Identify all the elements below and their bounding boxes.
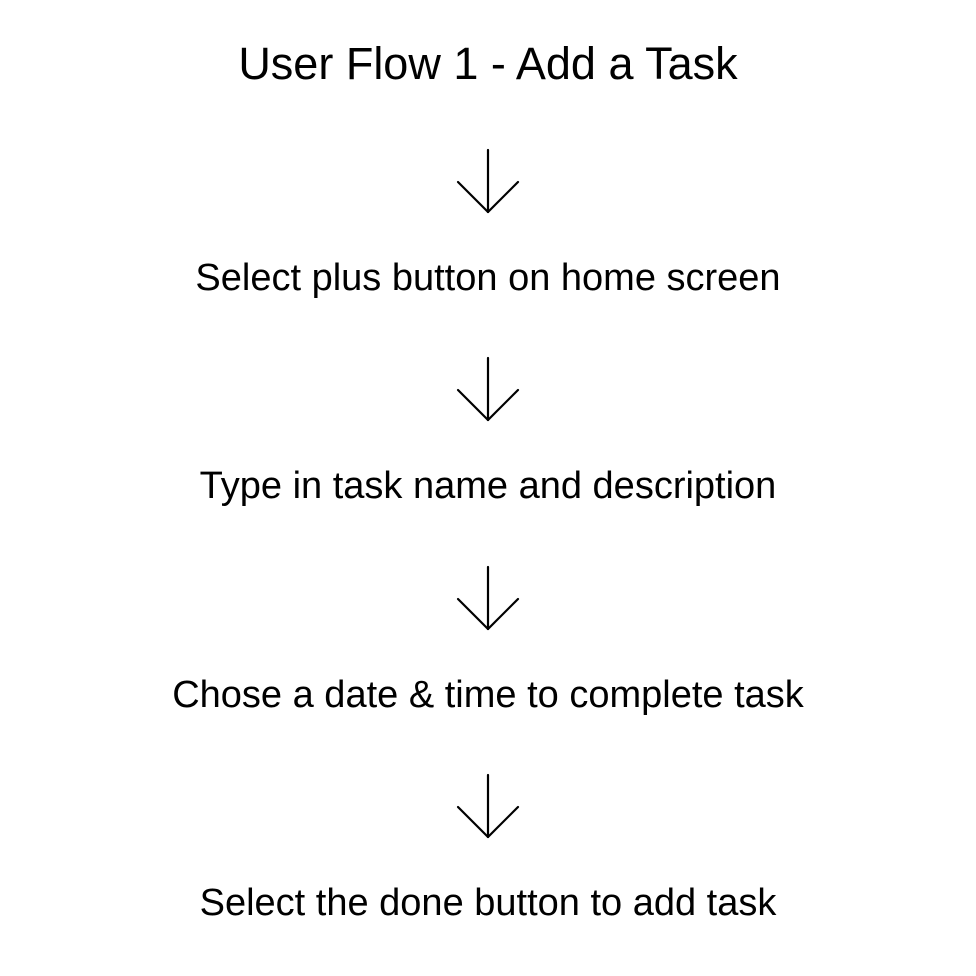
flow-step-3: Chose a date & time to complete task <box>172 674 804 716</box>
arrow-down-icon <box>456 356 520 422</box>
diagram-title: User Flow 1 - Add a Task <box>238 38 738 89</box>
flow-step-1: Select plus button on home screen <box>195 257 781 299</box>
arrow-down-icon <box>456 148 520 214</box>
arrow-down-icon <box>456 565 520 631</box>
flow-step-2: Type in task name and description <box>199 465 777 507</box>
flow-step-4: Select the done button to add task <box>199 882 777 924</box>
arrow-down-icon <box>456 773 520 839</box>
